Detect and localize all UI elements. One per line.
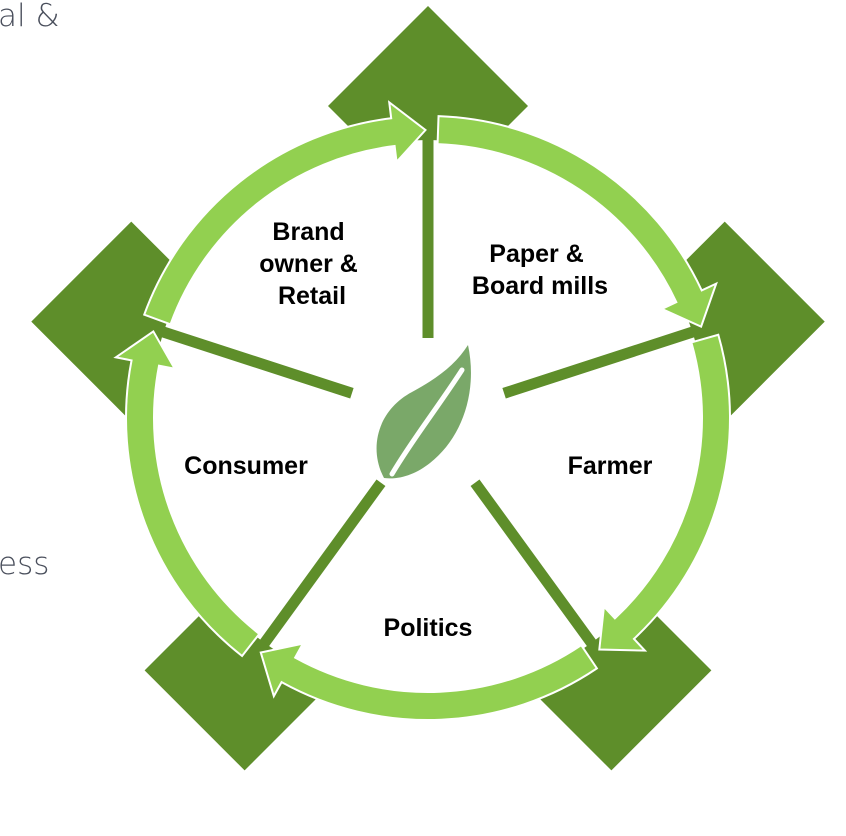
stage-label-line: Brand <box>272 218 344 246</box>
spoke <box>156 325 354 399</box>
stage-label-paper: Paper & Board mills <box>472 240 608 300</box>
stage-label-line: Farmer <box>568 452 653 480</box>
spoke <box>256 479 386 651</box>
ring-arrows <box>113 100 731 721</box>
divider-spokes <box>156 134 700 651</box>
stage-label-politics: Politics <box>384 614 473 642</box>
stage-label-line: owner & <box>259 250 358 278</box>
leaf-vein <box>389 367 465 477</box>
ring-arrow <box>598 333 731 652</box>
stage-label-line: Paper & <box>489 240 583 268</box>
stage-label-brand: Brand owner & Retail <box>259 218 365 310</box>
ring-arrow <box>142 100 427 326</box>
stage-labels: Brand owner & Retail Paper & Board mills… <box>184 218 652 642</box>
leaf-shape <box>376 345 471 479</box>
background-text-fragment-top: al & <box>0 0 60 34</box>
stage-label-line: Politics <box>384 614 473 642</box>
stage-label-line: Consumer <box>184 452 308 480</box>
ring-arrow <box>436 115 718 328</box>
ring-arrow <box>113 329 261 658</box>
stage-label-farmer: Farmer <box>568 452 653 480</box>
leaf-icon <box>376 345 471 479</box>
background-text-fragment-bottom: ess <box>0 546 50 582</box>
background-diamond <box>511 570 712 771</box>
stage-label-consumer: Consumer <box>184 452 308 480</box>
spoke <box>470 479 600 651</box>
ring-arrow <box>259 642 599 721</box>
stage-label-line: Retail <box>278 282 346 310</box>
spoke <box>502 325 700 399</box>
stage-label-line: Board mills <box>472 272 608 300</box>
